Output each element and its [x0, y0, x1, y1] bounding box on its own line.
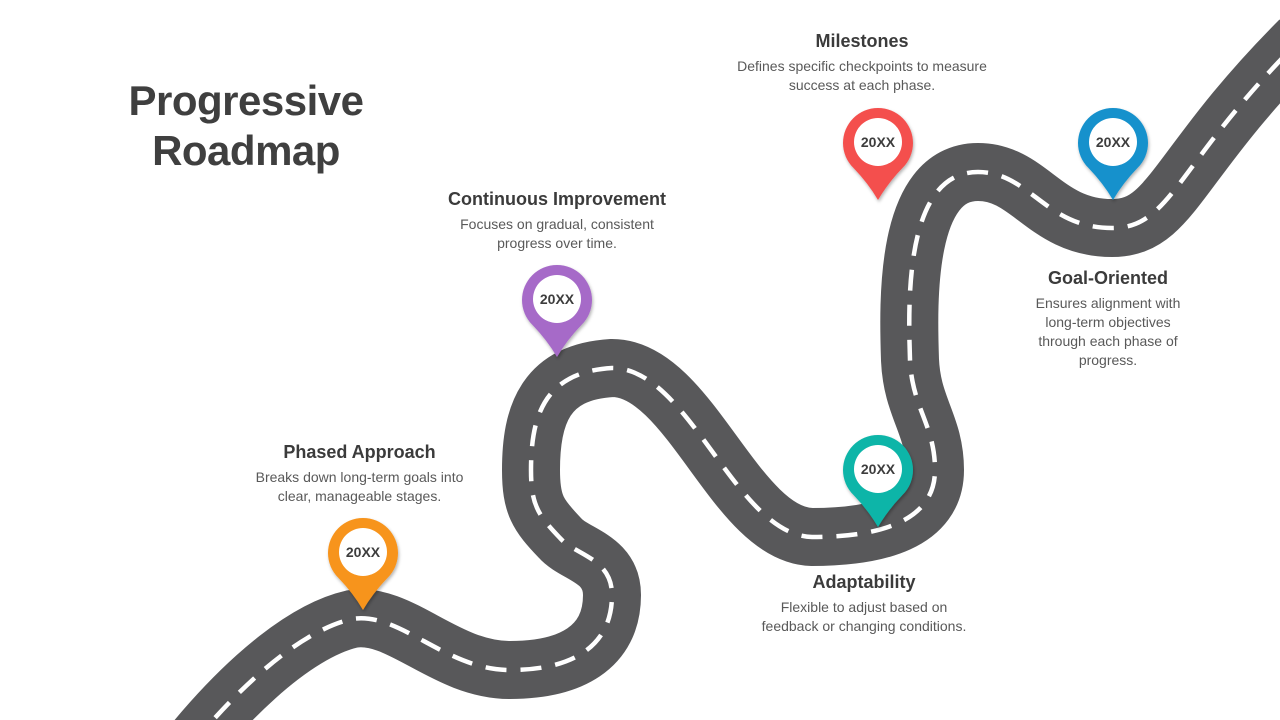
phase-heading-continuous-improvement: Continuous Improvement: [447, 189, 666, 209]
phase-block-phased-approach: Phased Approach Breaks down long-term go…: [252, 441, 467, 506]
page-title: Progressive Roadmap: [128, 77, 364, 174]
pin-milestones-circle: [854, 118, 902, 166]
phase-heading-adaptability: Adaptability: [812, 572, 916, 592]
phase-block-milestones: Milestones Defines specific checkpoints …: [737, 30, 987, 95]
phase-block-goal-oriented: Goal-Oriented Ensures alignment with lon…: [1023, 267, 1193, 370]
pin-continuous-improvement: 20XX: [522, 265, 592, 357]
pin-continuous-improvement-circle: [533, 275, 581, 323]
pin-continuous-improvement-year: 20XX: [540, 291, 575, 307]
pin-adaptability: 20XX: [843, 435, 913, 527]
pin-phased-approach-year: 20XX: [346, 544, 381, 560]
pin-phased-approach: 20XX: [328, 518, 398, 610]
phase-description-milestones: Defines specific checkpoints to measure …: [737, 58, 987, 93]
pin-phased-approach-circle: [339, 528, 387, 576]
pin-milestones: 20XX: [843, 108, 913, 200]
phase-description-phased-approach: Breaks down long-term goals into clear, …: [255, 469, 464, 504]
phase-description-continuous-improvement: Focuses on gradual, consistent progress …: [460, 216, 654, 251]
phase-block-continuous-improvement: Continuous Improvement Focuses on gradua…: [437, 188, 677, 253]
pin-adaptability-year: 20XX: [861, 461, 896, 477]
pin-goal-oriented: 20XX: [1078, 108, 1148, 200]
phase-block-adaptability: Adaptability Flexible to adjust based on…: [759, 571, 969, 636]
pin-adaptability-circle: [854, 445, 902, 493]
road-center-dashes: [210, 57, 1280, 720]
phase-heading-goal-oriented: Goal-Oriented: [1047, 268, 1168, 288]
phase-heading-phased-approach: Phased Approach: [283, 442, 436, 462]
pin-goal-oriented-circle: [1089, 118, 1137, 166]
pin-milestones-year: 20XX: [861, 134, 896, 150]
pin-goal-oriented-year: 20XX: [1096, 134, 1131, 150]
phase-description-goal-oriented: Ensures alignment with long-term objecti…: [1035, 295, 1181, 368]
phase-description-adaptability: Flexible to adjust based on feedback or …: [761, 599, 967, 634]
phase-heading-milestones: Milestones: [815, 31, 909, 51]
